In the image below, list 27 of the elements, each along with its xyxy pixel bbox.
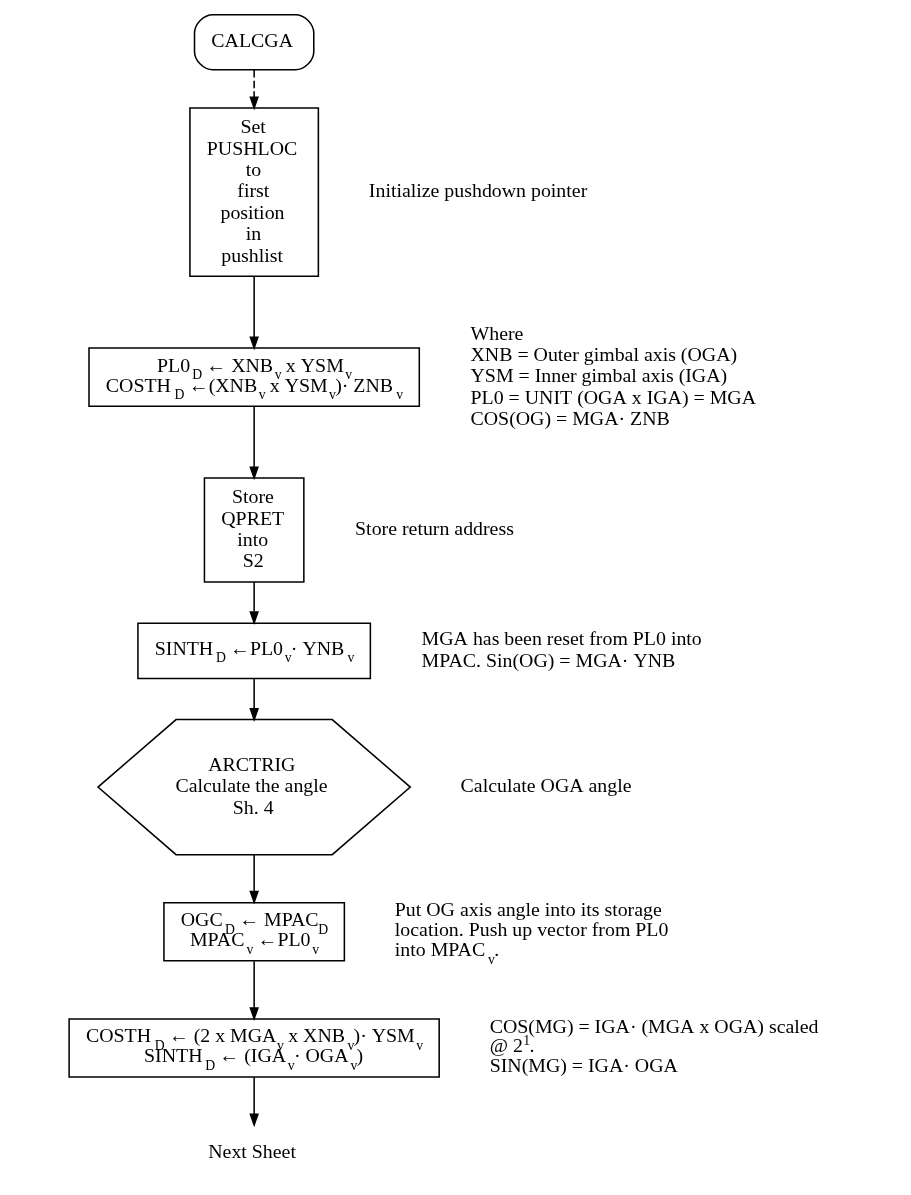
node-box: PL0$_{D}$ ← XNB$_{v}$ x YSM$_{v}$ COSTH$_{D}$ ←(XNB$_{v}$ x YSM$_{v}$)· ZNB$_{v}$ xyxy=(87,347,420,407)
arrow xyxy=(248,275,259,351)
arrow xyxy=(248,69,259,111)
arrow xyxy=(248,854,259,905)
node-box: SINTH$_{D}$ ←PL0$_{v}$· YNB$_{v}$ xyxy=(136,622,371,680)
node-label: MGA has been reset from PL0 into MPAC. Sin(OG) = MGA· YNB xyxy=(421,627,702,671)
node-label: COS(OG) = MGA· ZNB xyxy=(470,407,670,430)
node-label: XNB = Outer gimbal axis (OGA) xyxy=(470,342,737,365)
node-label: Calculate OGA angle xyxy=(460,774,632,797)
node-box: CALCGA xyxy=(193,13,315,71)
node-box: OGC$_{D}$ ← MPAC$_{D}$ MPAC$_{v}$ ←PL0$_{v}$ xyxy=(162,901,345,962)
arrow xyxy=(248,1076,259,1128)
arrow xyxy=(248,960,259,1022)
node-label: Put OG axis angle into its storage location. Push up vector from PL0 into MPAC$_{v}$. xyxy=(394,898,668,967)
node-box: Set PUSHLOC to first position in pushlist xyxy=(188,107,319,277)
node-label: Where xyxy=(470,321,523,344)
node-label: Store return address xyxy=(354,517,514,540)
node-box: Store QPRET into S2 xyxy=(203,477,305,583)
node-label: YSM = Inner gimbal axis (IGA) xyxy=(470,364,727,387)
node-label: PL0 = UNIT (OGA x IGA) = MGA xyxy=(470,385,756,408)
arrow xyxy=(248,581,259,626)
node-box: COSTH$_{D}$ ← (2 x MGA$_{v}$ x XNB$_{v}$)· YSM$_{v}$ SINTH$_{D}$ ← (IGA$_{v}$· OGA$_{v}$) xyxy=(67,1018,440,1078)
arrow xyxy=(248,677,259,722)
arrow xyxy=(248,406,259,481)
node-text: Next Sheet xyxy=(207,1139,296,1162)
node-label: COS(MG) = IGA· (MGA x OGA) scaled @ 2$^{1}$. xyxy=(489,1014,819,1057)
node-label: Initialize pushdown pointer xyxy=(368,179,587,202)
